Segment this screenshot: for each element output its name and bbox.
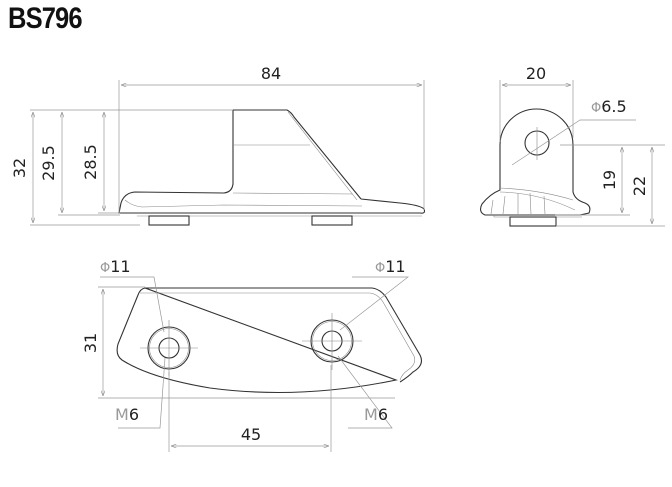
bottom-view: 31 45 Φ11 Φ11 M6 M6 (81, 257, 422, 452)
thread-size: 6 (378, 405, 388, 424)
dim-hole-spacing-45: 45 (241, 425, 261, 444)
left-thread-m6: M6 (115, 405, 139, 424)
front-view: 20 Φ6.5 19 22 (479, 64, 665, 227)
left-diameter-value: 11 (110, 257, 130, 276)
dim-depth-31: 31 (81, 333, 100, 353)
thread-prefix: M (364, 405, 378, 424)
dim-height-28-5: 28.5 (81, 144, 100, 180)
dim-height-22: 22 (630, 176, 649, 196)
dim-left-diameter-11: Φ11 (100, 257, 131, 276)
dim-width-20: 20 (526, 64, 546, 83)
hole-diameter-value: 6.5 (601, 97, 626, 116)
right-thread-m6: M6 (364, 405, 388, 424)
diameter-symbol: Φ (375, 261, 385, 276)
thread-size: 6 (129, 405, 139, 424)
dim-width-84: 84 (261, 64, 281, 83)
thread-prefix: M (115, 405, 129, 424)
diameter-symbol: Φ (100, 261, 110, 276)
dim-height-19: 19 (600, 170, 619, 190)
right-mounting-hole (302, 313, 362, 370)
dim-height-32: 32 (10, 158, 29, 178)
left-mounting-hole (140, 320, 198, 376)
side-view: 84 32 29.5 28.5 (10, 64, 426, 226)
right-diameter-value: 11 (385, 257, 405, 276)
dim-height-29-5: 29.5 (39, 145, 58, 181)
dim-right-diameter-11: Φ11 (375, 257, 406, 276)
part-number-title: BS796 (8, 2, 83, 35)
diameter-symbol: Φ (591, 101, 601, 116)
dim-hole-diameter-6-5: Φ6.5 (591, 97, 627, 116)
